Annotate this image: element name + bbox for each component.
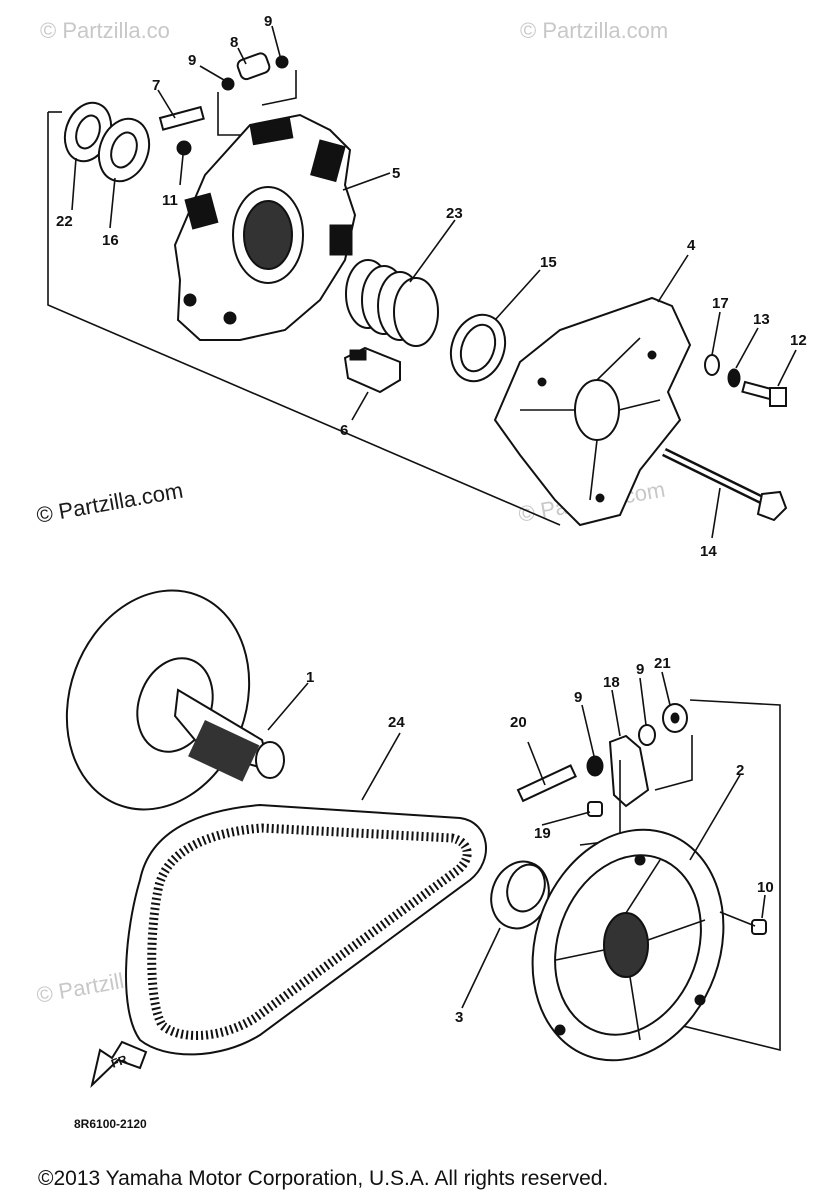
part-9-washer-left [581,704,604,777]
callout-9-lower-left: 9 [574,689,582,706]
part-17-washer [704,311,721,376]
callout-18: 18 [603,674,620,691]
part-2-movable-sheave [531,774,741,1062]
part-5-spider-housing [173,113,391,341]
upper-assembly-bracket [47,111,561,526]
part-6-slider [343,346,401,421]
callout-17: 17 [712,295,729,312]
part-14-long-bolt [662,447,788,539]
callout-9-top-left: 9 [188,52,196,69]
callout-20: 20 [510,714,527,731]
callout-19: 19 [534,825,551,842]
part-13-washer [727,327,759,388]
part-15-bushing [449,269,541,383]
callout-5: 5 [392,165,400,182]
callout-12: 12 [790,332,807,349]
callout-1: 1 [306,669,314,686]
callout-16: 16 [102,232,119,249]
callout-8: 8 [230,34,238,51]
callout-11: 11 [162,192,178,209]
part-8-roller [199,25,297,136]
leader-bracket-21 [654,735,693,791]
callout-23: 23 [446,205,463,222]
diagram-code: 8R6100-2120 [74,1117,147,1131]
front-direction-arrow: FR [90,1040,148,1089]
watermark-top-left: © Partzilla.co [40,18,170,43]
callout-13: 13 [753,311,770,328]
part-7-pin [157,89,205,131]
watermark-middle-left: © Partzilla.com [35,478,185,528]
part-3-bushing [461,860,550,1009]
watermark-top-right: © Partzilla.com [520,18,668,43]
callout-14: 14 [700,543,717,560]
part-9-washer-right [638,677,656,746]
part-24-belt [125,732,487,1056]
callout-3: 3 [455,1009,463,1026]
part-4-cover [493,254,692,527]
callout-4: 4 [687,237,696,254]
callout-9-top-right: 9 [264,13,272,30]
part-10-bolt [719,894,767,935]
callout-21: 21 [654,655,671,672]
callout-22: 22 [56,213,73,230]
callout-7: 7 [152,77,160,94]
callout-15: 15 [540,254,557,271]
part-11-bolt [176,140,192,186]
callout-2: 2 [736,762,744,779]
part-16-washer [97,117,151,229]
callout-10: 10 [757,879,774,896]
copyright-notice: ©2013 Yamaha Motor Corporation, U.S.A. A… [38,1167,608,1190]
part-23-spring [345,219,456,347]
part-1-fixed-sheave [65,589,309,811]
part-12-bolt [741,349,797,407]
part-21-washer [661,671,688,733]
part-20-pin [516,741,577,803]
part-19-bolt [541,801,603,826]
part-18-bracket [608,689,650,808]
callout-24: 24 [388,714,405,731]
front-arrow-label: FR [109,1052,129,1071]
callout-6: 6 [340,422,348,439]
callout-9-lower-right: 9 [636,661,644,678]
